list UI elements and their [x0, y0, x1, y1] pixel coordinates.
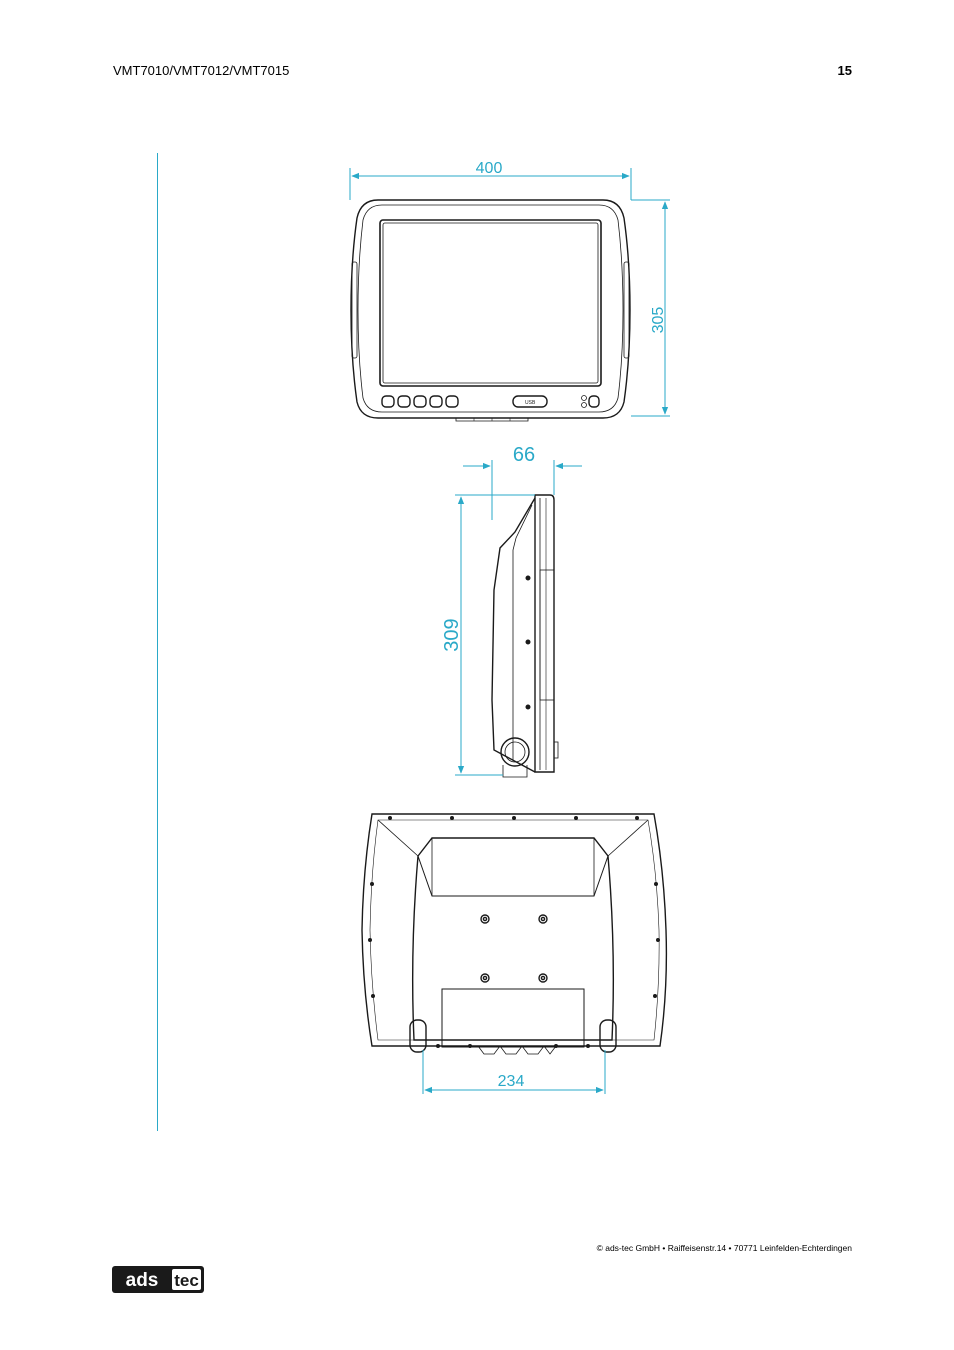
page-number: 15 — [837, 63, 852, 78]
front-height-label: 305 — [650, 307, 667, 334]
front-view: USB — [350, 199, 631, 422]
logo-tec-text: tec — [174, 1271, 199, 1290]
front-width-dimension — [349, 168, 632, 200]
side-depth-dimension — [463, 460, 582, 520]
side-view — [491, 494, 559, 778]
rear-view — [361, 813, 668, 1055]
ads-tec-logo: ads tec — [112, 1266, 204, 1293]
side-height-dimension — [455, 494, 535, 776]
front-width-label: 400 — [476, 160, 503, 177]
usb-label: USB — [525, 400, 536, 406]
rear-screws — [368, 816, 660, 1048]
document-title: VMT7010/VMT7012/VMT7015 — [113, 63, 290, 78]
front-height-dimension — [631, 199, 670, 417]
side-depth-label: 66 — [513, 444, 535, 466]
rear-width-dimension — [422, 1050, 606, 1094]
footer-address: © ads-tec GmbH • Raiffeisenstr.14 • 7077… — [596, 1243, 852, 1253]
rear-width-label: 234 — [498, 1073, 525, 1090]
margin-rule — [157, 153, 158, 1131]
logo-ads-text: ads — [126, 1270, 159, 1291]
side-height-label: 309 — [441, 618, 463, 651]
